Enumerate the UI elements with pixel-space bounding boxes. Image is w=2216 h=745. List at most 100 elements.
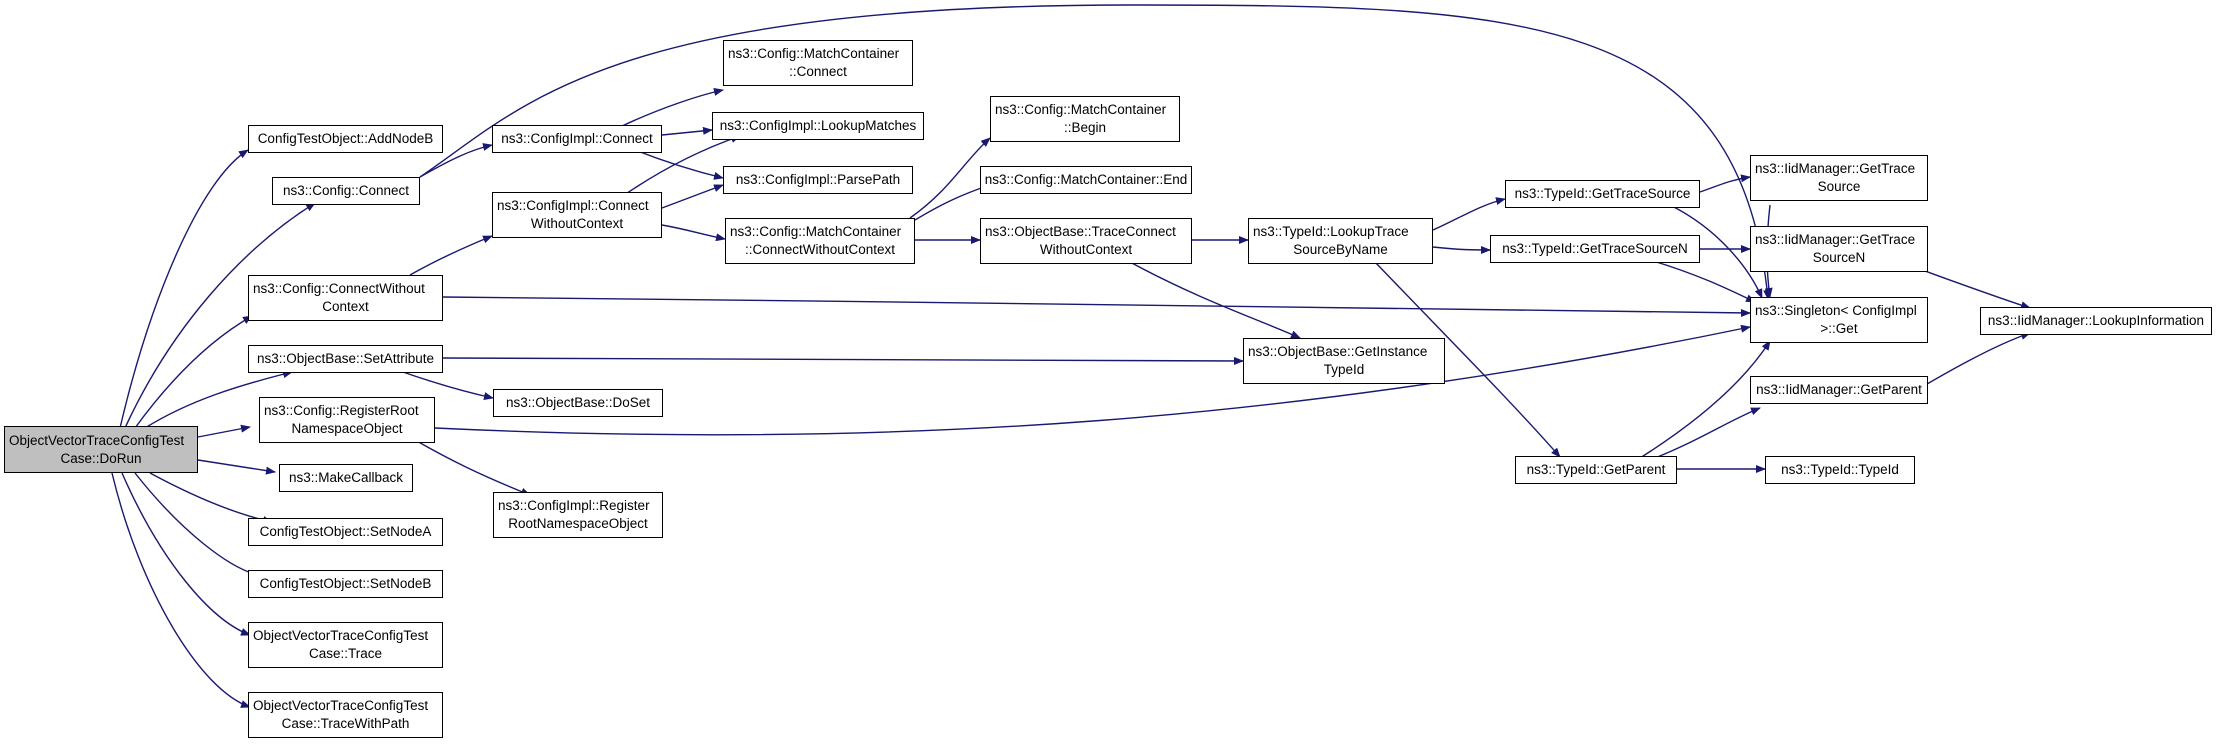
- node-label-line1: ns3::Config::RegisterRoot: [264, 403, 419, 418]
- edge-implconnect-mcconnect: [619, 88, 724, 128]
- node-label-line2: Case::TraceWithPath: [281, 716, 410, 731]
- node-label: ConfigTestObject::SetNodeB: [259, 576, 432, 591]
- node-objectbase-setattribute[interactable]: ns3::ObjectBase::SetAttribute: [248, 345, 443, 373]
- node-typeid-typeid[interactable]: ns3::TypeId::TypeId: [1765, 456, 1915, 484]
- node-label: ns3::TypeId::TypeId: [1781, 462, 1899, 477]
- node-objectvectortraceconfigtestcase-tracewithpath[interactable]: ObjectVectorTraceConfigTest Case::TraceW…: [248, 692, 443, 738]
- node-matchcontainer-begin[interactable]: ns3::Config::MatchContainer ::Begin: [990, 96, 1180, 142]
- node-label-line2: Source: [1817, 179, 1861, 194]
- node-objectbase-traceconnectwithoutcontext[interactable]: ns3::ObjectBase::TraceConnect WithoutCon…: [980, 218, 1192, 264]
- edge-root-connect-without: [134, 315, 253, 429]
- edge-root-trace: [121, 472, 251, 636]
- node-label: ConfigTestObject::SetNodeA: [259, 524, 432, 539]
- edge-typegetparent-iidgetparent: [1654, 407, 1761, 459]
- node-matchcontainer-connectwithoutcontext[interactable]: ns3::Config::MatchContainer ::ConnectWit…: [725, 218, 915, 264]
- node-config-connect[interactable]: ns3::Config::Connect: [272, 177, 420, 205]
- node-label: ns3::ConfigImpl::ParsePath: [735, 172, 901, 187]
- edge-cfgconnectwithout-implconnectwithout: [409, 235, 493, 276]
- node-label: ns3::IidManager::GetParent: [1756, 382, 1922, 397]
- node-iidmanager-lookupinformation[interactable]: ns3::IidManager::LookupInformation: [1980, 307, 2212, 335]
- node-label: ns3::Config::MatchContainer::End: [984, 172, 1188, 187]
- node-objectbase-getinstancetypeid[interactable]: ns3::ObjectBase::GetInstance TypeId: [1243, 338, 1445, 384]
- node-typeid-lookuptracesourcebyname[interactable]: ns3::TypeId::LookupTrace SourceByName: [1248, 218, 1433, 264]
- node-configimpl-connect[interactable]: ns3::ConfigImpl::Connect: [492, 125, 662, 153]
- node-label: ns3::ConfigImpl::LookupMatches: [719, 118, 917, 133]
- edge-registerroot-implregisterroot: [414, 439, 531, 496]
- edge-gettracesource-iid: [1699, 174, 1751, 193]
- node-matchcontainer-connect[interactable]: ns3::Config::MatchContainer ::Connect: [723, 40, 913, 86]
- node-typeid-gettracesource[interactable]: ns3::TypeId::GetTraceSource: [1505, 180, 1700, 208]
- node-label-line1: ns3::Config::MatchContainer: [995, 102, 1167, 117]
- node-label: ns3::IidManager::LookupInformation: [1987, 313, 2205, 328]
- edge-root-config-connect: [124, 202, 316, 429]
- edge-setattribute-getinstancetypeid: [442, 356, 1244, 365]
- node-label: ns3::ConfigImpl::Connect: [501, 131, 653, 146]
- node-config-connectwithoutcontext[interactable]: ns3::Config::ConnectWithout Context: [248, 275, 443, 321]
- edge-implconnectwithout-lookupmatches: [619, 135, 741, 199]
- node-label-line1: ns3::ObjectBase::TraceConnect: [985, 224, 1176, 239]
- node-label: ns3::ObjectBase::SetAttribute: [256, 351, 435, 366]
- node-config-registerrootnamespaceobject[interactable]: ns3::Config::RegisterRoot NamespaceObjec…: [259, 397, 435, 443]
- edge-gettracesource-singleton: [1669, 204, 1763, 299]
- node-label-line1: ns3::Config::MatchContainer: [728, 46, 900, 61]
- edge-root-makecallback: [197, 459, 276, 475]
- node-label-line2: ::Begin: [1063, 120, 1107, 135]
- edge-implconnectwithout-parsepath: [661, 184, 724, 209]
- node-label: ns3::TypeId::GetTraceSourceN: [1502, 241, 1688, 256]
- node-configimpl-parsepath[interactable]: ns3::ConfigImpl::ParsePath: [723, 166, 913, 194]
- node-singleton-configimpl-get[interactable]: ns3::Singleton< ConfigImpl >::Get: [1750, 297, 1928, 343]
- edge-implconnectwithout-mcconnectwithout: [661, 224, 726, 242]
- node-iidmanager-gettracesourcen[interactable]: ns3::IidManager::GetTrace SourceN: [1750, 226, 1928, 272]
- node-label-line1: ns3::Config::MatchContainer: [730, 224, 902, 239]
- node-label-line2: SourceByName: [1293, 242, 1388, 257]
- node-iidmanager-gettracesource[interactable]: ns3::IidManager::GetTrace Source: [1750, 155, 1928, 201]
- node-configimpl-lookupmatches[interactable]: ns3::ConfigImpl::LookupMatches: [712, 112, 924, 140]
- node-label-line1: ns3::ObjectBase::GetInstance: [1248, 344, 1428, 359]
- node-label-line1: ObjectVectorTraceConfigTest: [9, 432, 185, 448]
- edge-root-setnodea: [149, 472, 273, 524]
- edge-cfgconnect-implconnect: [419, 143, 493, 178]
- node-label-line1: ns3::IidManager::GetTrace: [1755, 161, 1916, 176]
- node-label-line1: ns3::ConfigImpl::Connect: [497, 198, 649, 213]
- node-label: ns3::TypeId::GetTraceSource: [1514, 186, 1691, 201]
- edge-setattribute-doset: [399, 370, 494, 400]
- node-configtestobject-setnodeb[interactable]: ConfigTestObject::SetNodeB: [248, 570, 443, 598]
- node-label-line2: NamespaceObject: [291, 421, 403, 436]
- node-objectbase-doset[interactable]: ns3::ObjectBase::DoSet: [493, 389, 663, 417]
- edge-traceconnect-getinstancetypeid: [1129, 261, 1301, 339]
- node-label: ns3::Config::Connect: [282, 183, 410, 198]
- edge-lookuptrace-gettracesourcen: [1432, 245, 1491, 254]
- node-label: ns3::MakeCallback: [288, 470, 404, 485]
- node-label-line2: Case::DoRun: [60, 450, 142, 466]
- node-label-line2: >::Get: [1820, 321, 1858, 336]
- edge-root-tracewithpath: [111, 472, 251, 708]
- node-objectvectortraceconfigtestcase-trace[interactable]: ObjectVectorTraceConfigTest Case::Trace: [248, 622, 443, 668]
- edge-mcconnectwithout-mcend: [914, 184, 991, 221]
- node-objectvectortraceconfigtestcase-dorun[interactable]: ObjectVectorTraceConfigTest Case::DoRun: [4, 426, 198, 473]
- node-configtestobject-addnodeb[interactable]: ConfigTestObject::AddNodeB: [248, 125, 443, 153]
- node-makecallback[interactable]: ns3::MakeCallback: [279, 464, 413, 492]
- edge-cfgconnect-singleton: [419, 4, 1772, 300]
- edge-gettracesourcen-singleton: [1649, 259, 1756, 303]
- edge-typegetparent-singleton: [1639, 340, 1771, 459]
- node-label-line1: ns3::TypeId::LookupTrace: [1253, 224, 1409, 239]
- node-label-line2: Context: [322, 299, 369, 314]
- edge-cfgconnectwithout-singleton: [442, 296, 1751, 317]
- node-label: ns3::ObjectBase::DoSet: [505, 395, 651, 410]
- node-label-line2: WithoutContext: [530, 216, 624, 231]
- node-matchcontainer-end[interactable]: ns3::Config::MatchContainer::End: [980, 166, 1192, 194]
- node-configimpl-registerrootnamespaceobject[interactable]: ns3::ConfigImpl::Register RootNamespaceO…: [493, 492, 663, 538]
- node-typeid-getparent[interactable]: ns3::TypeId::GetParent: [1515, 456, 1677, 484]
- node-iidmanager-getparent[interactable]: ns3::IidManager::GetParent: [1750, 376, 1928, 404]
- node-label-line2: TypeId: [1323, 362, 1365, 377]
- edge-registerroot-singleton: [434, 324, 1751, 436]
- node-typeid-gettracesourcen[interactable]: ns3::TypeId::GetTraceSourceN: [1490, 235, 1700, 263]
- edge-root-registerroot: [197, 424, 251, 438]
- edge-implconnect-lookupmatches: [661, 126, 713, 136]
- node-configimpl-connectwithoutcontext[interactable]: ns3::ConfigImpl::Connect WithoutContext: [492, 192, 662, 238]
- node-label: ConfigTestObject::AddNodeB: [257, 131, 434, 146]
- node-configtestobject-setnodea[interactable]: ConfigTestObject::SetNodeA: [248, 518, 443, 546]
- edge-mcconnectwithout-mcbegin: [909, 137, 991, 219]
- edge-lookuptrace-typegetparent: [1374, 261, 1561, 458]
